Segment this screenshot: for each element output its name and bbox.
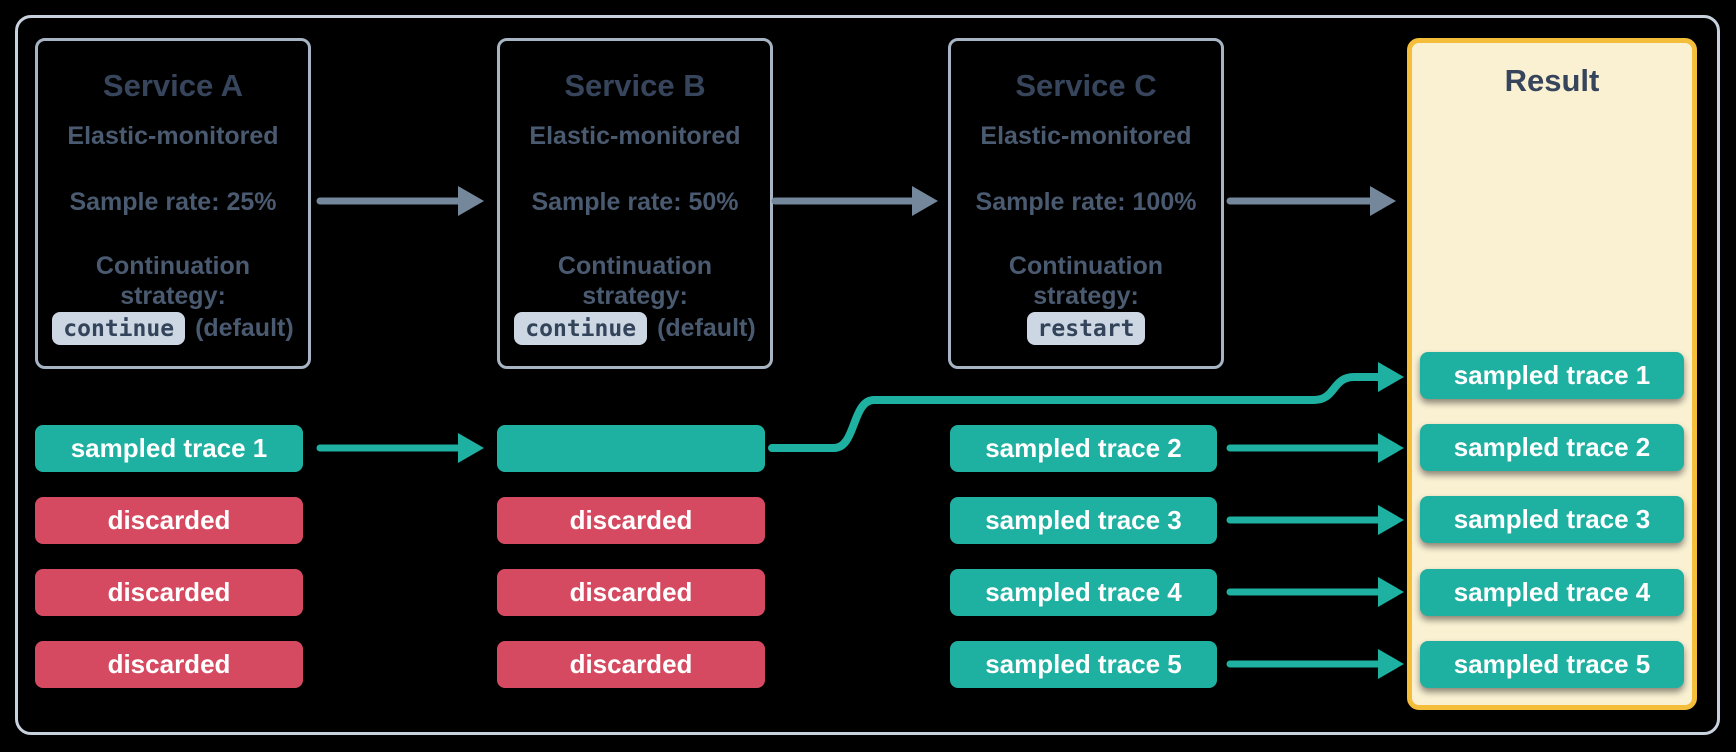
service-c-title: Service C [1015,68,1157,103]
result-trace-pill: sampled trace 5 [1420,641,1684,688]
service-b-monitored: Elastic-monitored [529,122,741,150]
result-trace-pill: sampled trace 3 [1420,496,1684,543]
service-a-strategy-row: continue (default) [38,312,308,345]
service-c-monitored: Elastic-monitored [980,122,1192,150]
service-a-trace-pill: sampled trace 1 [35,425,303,472]
service-a-strategy-suffix: (default) [195,314,294,342]
service-a-discarded-pill: discarded [35,497,303,544]
service-c-trace-pill: sampled trace 3 [950,497,1217,544]
service-c-trace-pill: sampled trace 2 [950,425,1217,472]
service-a-sample-rate: Sample rate: 25% [69,188,277,216]
service-c-trace-pill: sampled trace 4 [950,569,1217,616]
service-a-continuation-label: Continuation [95,252,251,280]
service-b-trace-pill [497,425,765,472]
service-b-strategy-label: strategy: [582,282,688,310]
service-a-discarded-pill: discarded [35,569,303,616]
service-b-title: Service B [564,68,706,103]
service-b-discarded-pill: discarded [497,641,765,688]
result-trace-pill: sampled trace 1 [1420,352,1684,399]
service-b-box: Service B Elastic-monitored Sample rate:… [497,38,773,369]
service-b-discarded-pill: discarded [497,569,765,616]
service-c-strategy-label: strategy: [1033,282,1139,310]
service-b-discarded-pill: discarded [497,497,765,544]
service-a-box: Service A Elastic-monitored Sample rate:… [35,38,311,369]
result-trace-pill: sampled trace 2 [1420,424,1684,471]
service-c-box: Service C Elastic-monitored Sample rate:… [948,38,1224,369]
service-c-trace-pill: sampled trace 5 [950,641,1217,688]
service-b-strategy-row: continue (default) [500,312,770,345]
result-title: Result [1504,63,1600,98]
service-c-sample-rate: Sample rate: 100% [975,188,1197,216]
service-a-title: Service A [102,68,244,103]
service-c-strategy-badge: restart [1026,312,1146,345]
service-a-discarded-pill: discarded [35,641,303,688]
service-a-monitored: Elastic-monitored [67,122,279,150]
service-a-strategy-badge: continue [52,312,186,345]
service-c-strategy-row: restart [951,312,1221,345]
diagram-frame [15,15,1720,735]
service-b-strategy-badge: continue [514,312,648,345]
result-trace-pill: sampled trace 4 [1420,569,1684,616]
service-b-sample-rate: Sample rate: 50% [531,188,739,216]
service-b-strategy-suffix: (default) [657,314,756,342]
service-a-strategy-label: strategy: [120,282,226,310]
service-c-continuation-label: Continuation [1008,252,1164,280]
service-b-continuation-label: Continuation [557,252,713,280]
